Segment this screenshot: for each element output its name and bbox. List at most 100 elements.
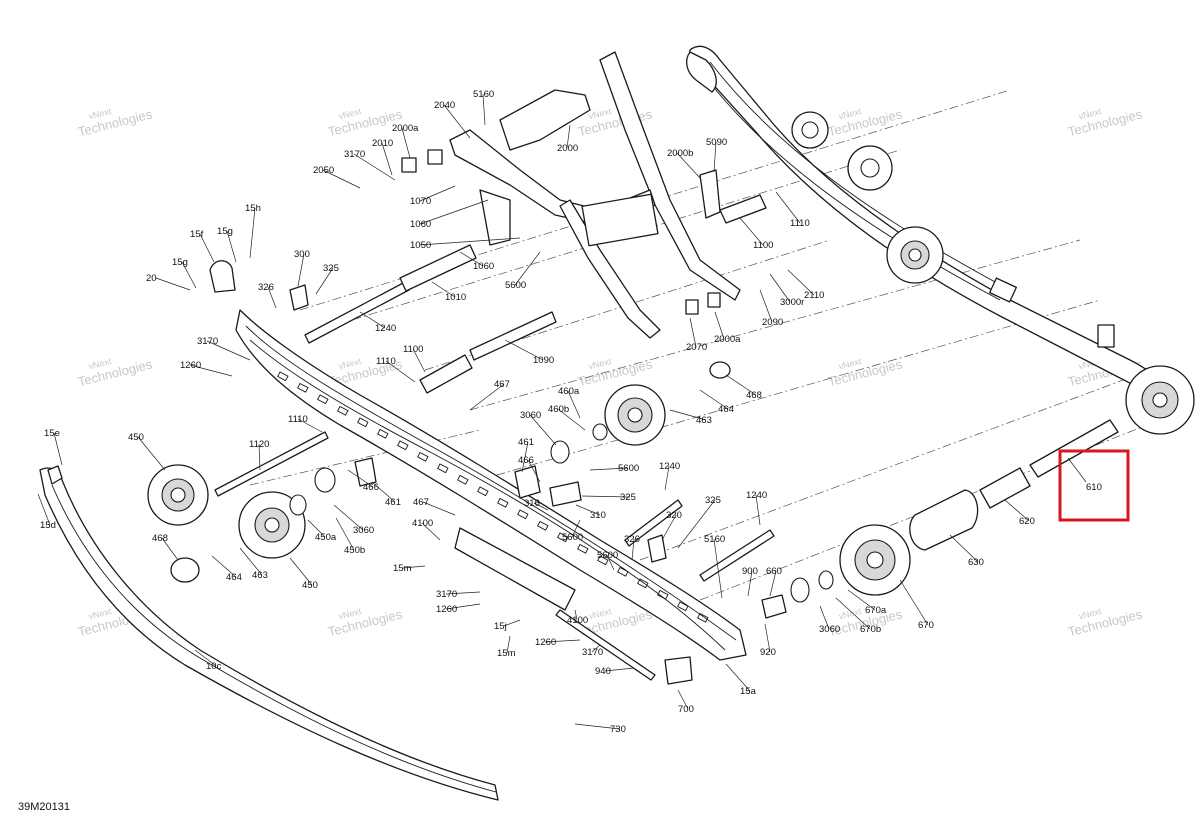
leader-line <box>155 277 191 291</box>
part-label: 468 <box>746 390 762 401</box>
part-label: 2110 <box>804 290 824 301</box>
leader-line <box>606 554 615 571</box>
rail-hole <box>277 371 289 382</box>
leader-line <box>714 311 725 340</box>
part-label: 464 <box>226 572 242 583</box>
part-label: 15j <box>494 621 507 632</box>
leader-line <box>544 639 581 643</box>
part-label: 15f <box>190 229 204 240</box>
part-label: 5090 <box>706 137 727 148</box>
leader-line <box>677 499 716 549</box>
leader-line <box>725 663 751 692</box>
leader-line <box>574 723 621 730</box>
part-label: 670 <box>918 620 934 631</box>
rail-hole <box>437 463 449 474</box>
leader-line <box>604 667 635 672</box>
part-label: 4100 <box>412 518 433 529</box>
leader-line <box>249 207 256 259</box>
leader-line <box>161 537 179 561</box>
part-label: 450b <box>344 545 365 556</box>
leader-line <box>899 579 929 626</box>
part-label: 15a <box>740 686 757 697</box>
part-label: 325 <box>620 492 636 503</box>
rail-hole <box>457 474 469 485</box>
leader-line <box>521 441 529 473</box>
part-label: 1240 <box>375 323 396 334</box>
part-label: 1260 <box>180 360 201 371</box>
leader-line <box>297 253 305 287</box>
part-label: 464 <box>718 404 734 415</box>
leader-line <box>664 465 670 491</box>
leader-line <box>631 538 635 561</box>
part-label: 1070 <box>410 196 431 207</box>
leader-line <box>385 360 416 383</box>
part-label: 310 <box>590 510 606 521</box>
leader-line <box>775 191 801 224</box>
rail-hole <box>577 543 589 554</box>
part-label: 320 <box>666 510 682 521</box>
leader-line <box>445 603 481 610</box>
rail-hole <box>297 382 309 393</box>
part-label: 3170 <box>197 336 218 347</box>
leader-line <box>422 501 456 516</box>
leader-line <box>443 104 471 139</box>
leader-line <box>739 217 764 246</box>
part-label: 326 <box>258 282 274 293</box>
leader-line <box>571 519 581 538</box>
leader-line <box>307 519 326 538</box>
leader-line <box>677 689 689 710</box>
leader-line <box>755 494 761 526</box>
part-label: 2090 <box>762 317 783 328</box>
leader-line <box>589 467 629 471</box>
slide-bar-10c <box>39 465 499 801</box>
part-label: 1110 <box>790 218 810 229</box>
leader-line <box>566 124 571 149</box>
leader-line <box>847 589 876 611</box>
rail-hole <box>337 405 349 416</box>
part-label: 620 <box>1019 516 1035 527</box>
leader-line <box>37 493 51 526</box>
leader-line <box>769 273 791 303</box>
leader-line <box>419 237 521 246</box>
rail-hole <box>357 417 369 428</box>
leader-line <box>504 339 544 361</box>
leader-line <box>239 547 263 576</box>
part-label: 3060 <box>353 525 374 536</box>
leader-line <box>53 432 63 466</box>
part-label: 325 <box>705 495 721 506</box>
leader-line <box>527 459 541 483</box>
leader-line <box>206 340 251 361</box>
part-label: 2010 <box>372 138 393 149</box>
part-label: 2000b <box>667 148 693 159</box>
part-label: 450a <box>315 532 337 543</box>
part-label: 1060 <box>410 219 431 230</box>
part-label: 468 <box>152 533 168 544</box>
part-label: 460a <box>558 386 580 397</box>
part-label: 15d <box>40 520 56 531</box>
part-label: 1240 <box>746 490 767 501</box>
part-label: 730 <box>610 724 626 735</box>
part-label: 2000 <box>557 143 578 154</box>
leader-line <box>764 623 771 653</box>
leader-line <box>529 414 557 446</box>
part-label: 2050 <box>313 165 334 176</box>
part-label: 5600 <box>505 280 526 291</box>
leader-line <box>322 169 361 189</box>
leader-line <box>335 517 355 551</box>
leader-line <box>359 311 386 329</box>
shafts <box>214 194 1119 681</box>
leader-line-610 <box>1067 457 1087 483</box>
part-label: 2000a <box>714 334 741 345</box>
main-rail <box>235 309 747 661</box>
part-label: 1090 <box>533 355 554 366</box>
part-label: 300 <box>294 249 310 260</box>
part-label: 1110 <box>288 414 308 425</box>
leader-line <box>267 286 277 309</box>
leader-line <box>725 374 757 396</box>
part-label: 466 <box>518 455 534 466</box>
part-label: 1260 <box>535 637 556 648</box>
